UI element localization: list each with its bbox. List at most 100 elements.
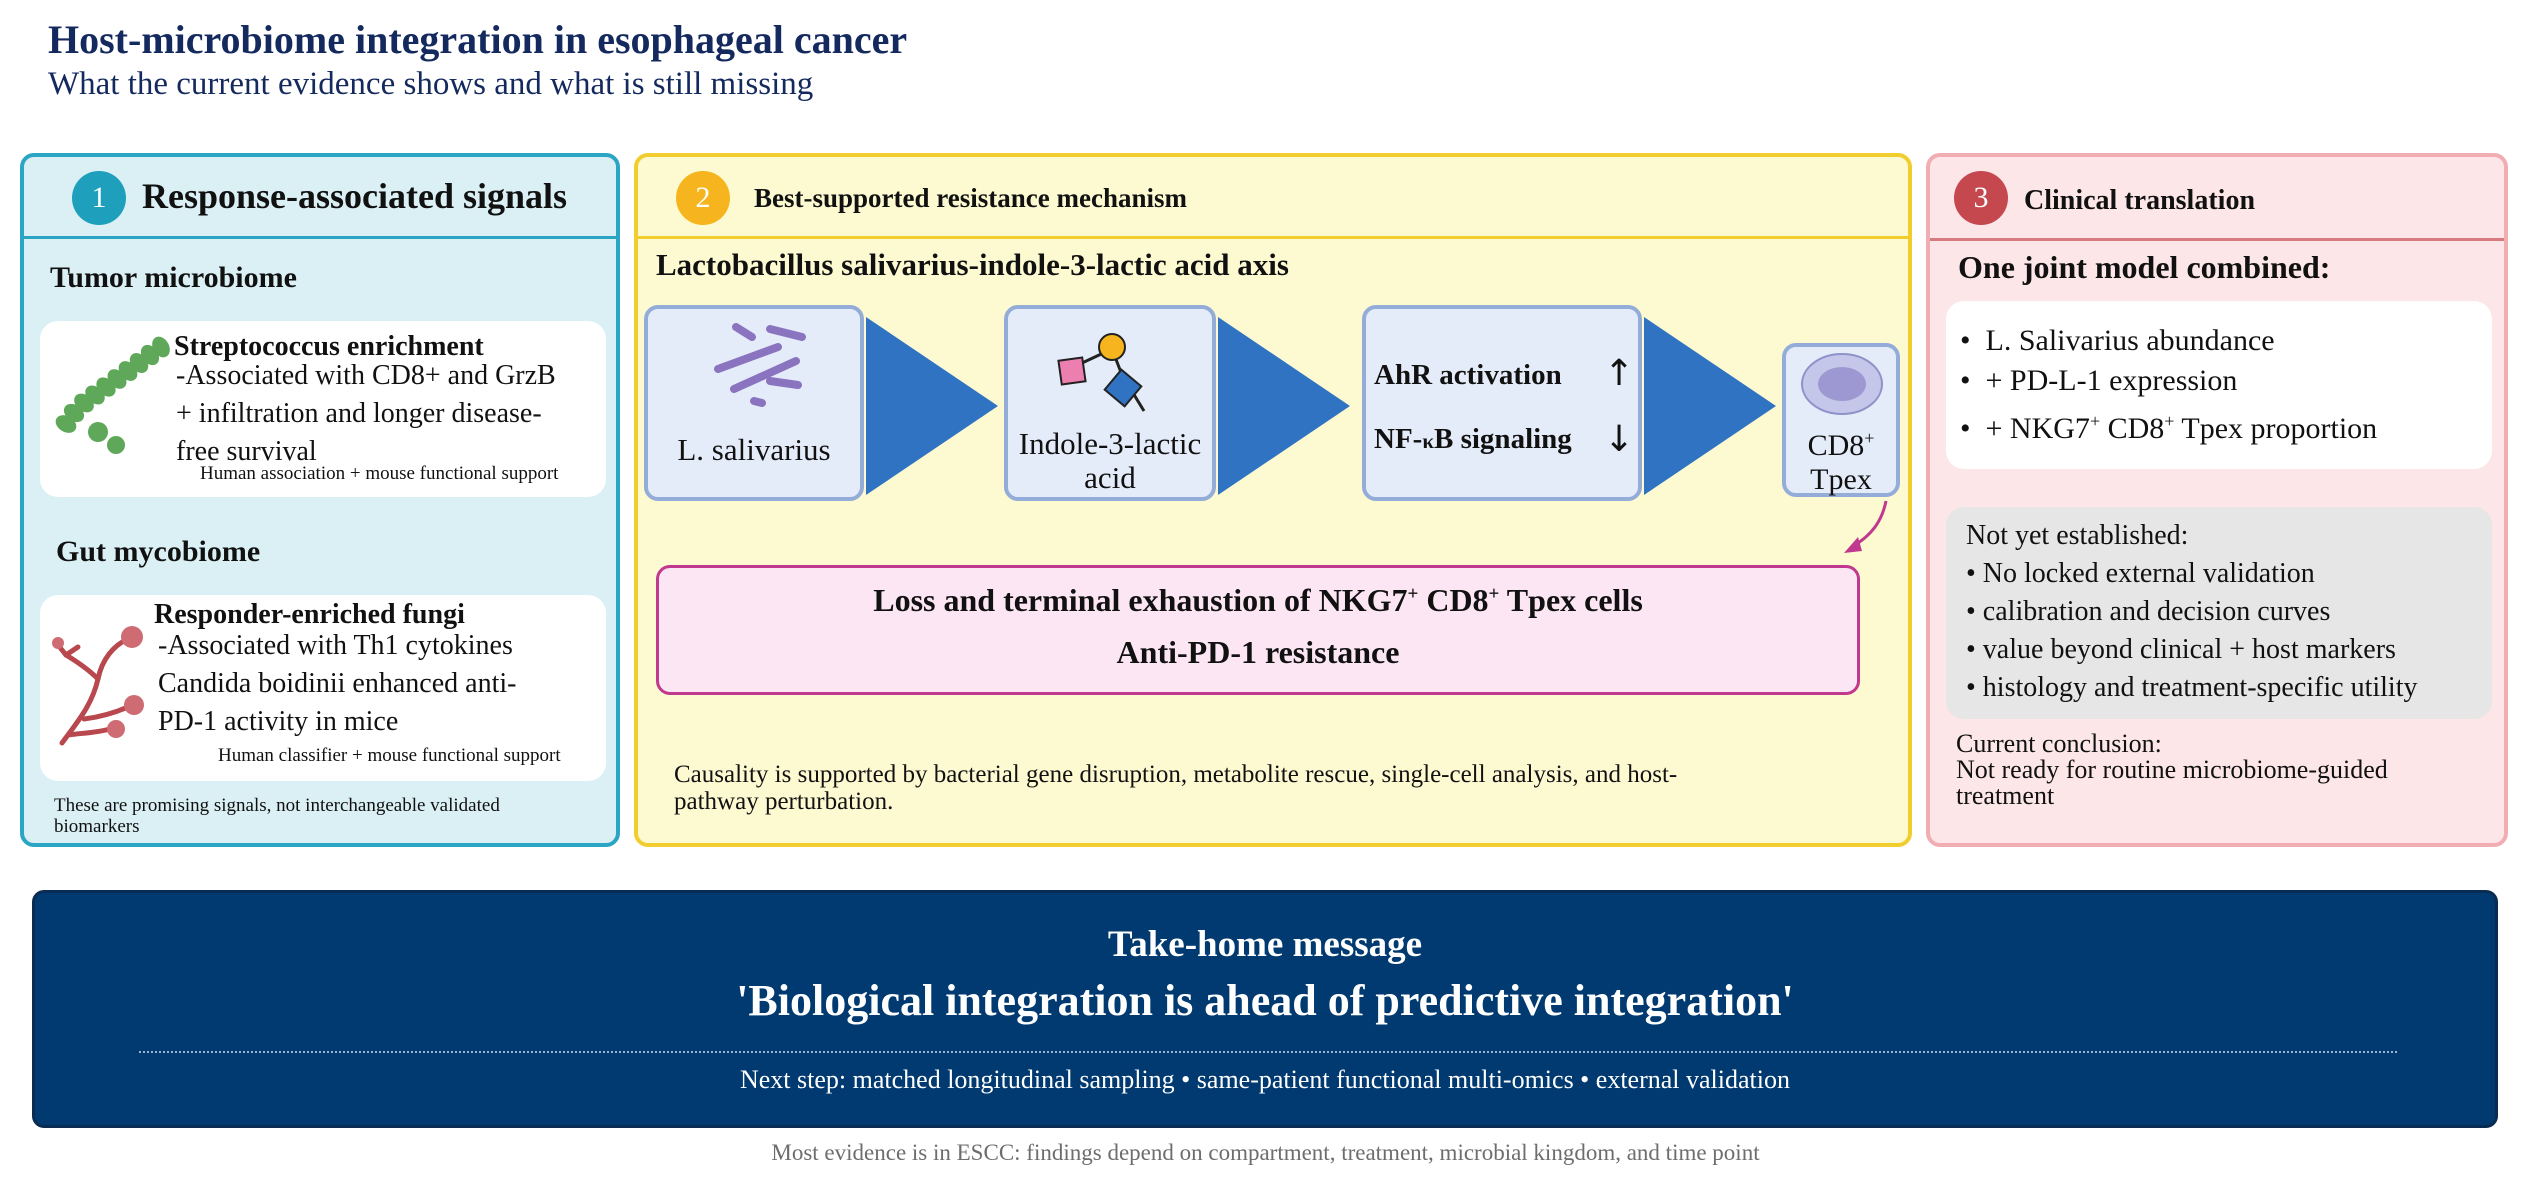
panel-number-badge: 3 xyxy=(1954,171,2008,225)
flow-box-label: L. salivarius xyxy=(677,432,831,467)
panel-title: Response-associated signals xyxy=(142,176,568,216)
gaps-heading: Not yet established: xyxy=(1966,520,2189,551)
card-text-line: -Associated with CD8+ and GrzB xyxy=(176,360,556,391)
outcome-text-part: Loss and terminal exhaustion of NKG7 xyxy=(873,582,1408,618)
model-item-sup: + xyxy=(2164,411,2175,431)
curved-arrow-icon xyxy=(1844,500,1888,553)
gaps-list: Not yet established: • No locked externa… xyxy=(1966,517,2417,707)
footnote-line: These are promising signals, not interch… xyxy=(54,795,500,816)
section-title-tumor-microbiome: Tumor microbiome xyxy=(50,261,297,294)
tpex-cell-icon xyxy=(1801,353,1883,415)
page-title: Host-microbiome integration in esophagea… xyxy=(48,17,908,62)
model-item: • + PD-L-1 expression xyxy=(1960,364,2238,397)
panel-header: 2 Best-supported resistance mechanism xyxy=(638,157,1908,239)
evidence-note: Human classifier + mouse functional supp… xyxy=(218,745,561,766)
footnote-line: biomarkers xyxy=(54,816,140,837)
up-arrow-icon: ↑ xyxy=(1604,353,1635,394)
model-item-text: Tpex proportion xyxy=(2174,412,2378,445)
gap-item: • calibration and decision curves xyxy=(1966,596,2331,627)
evidence-note: Human association + mouse functional sup… xyxy=(200,463,559,484)
flow-arrow xyxy=(1218,317,1350,495)
flow-box-host-pathways: AhR activation ↑ NF-κB signaling ↓ xyxy=(1362,305,1642,501)
cd8-label: CD8+ xyxy=(1786,421,1896,463)
panel-number-badge: 2 xyxy=(676,171,730,225)
model-heading: One joint model combined: xyxy=(1958,249,2331,285)
model-item: • L. Salivarius abundance xyxy=(1960,324,2275,357)
gaps-card: Not yet established: • No locked externa… xyxy=(1946,507,2492,719)
take-home-quote: 'Biological integration is ahead of pred… xyxy=(736,976,1794,1025)
outcome-resistance-text: Anti-PD-1 resistance xyxy=(1116,634,1400,670)
model-item-sup: + xyxy=(2089,411,2101,431)
molecule-icon xyxy=(1057,333,1146,412)
divider xyxy=(139,1051,2397,1053)
panel-title: Clinical translation xyxy=(2024,185,2256,216)
model-item-text: CD8 xyxy=(2100,412,2165,445)
gap-item: • value beyond clinical + host markers xyxy=(1966,634,2396,665)
rod-bacteria-icon xyxy=(714,323,806,407)
panel-title: Best-supported resistance mechanism xyxy=(754,183,1187,213)
outcome-box: Loss and terminal exhaustion of NKG7+ CD… xyxy=(656,565,1860,695)
fungi-icon xyxy=(52,626,144,746)
nfkb-suffix: B signaling xyxy=(1434,423,1572,455)
take-home-heading: Take-home message xyxy=(1107,924,1423,965)
flow-box-label-line: Indole-3-lactic xyxy=(1018,426,1202,461)
down-arrow-icon: ↓ xyxy=(1604,419,1635,460)
conclusion-line: Not ready for routine microbiome-guided xyxy=(1956,755,2388,784)
flow-box-cd8-tpex: CD8+ Tpex xyxy=(1782,343,1900,497)
panel-clinical-translation: 3 Clinical translation One joint model c… xyxy=(1926,153,2508,847)
causality-line: Causality is supported by bacterial gene… xyxy=(674,761,1678,788)
card-text-line: PD-1 activity in mice xyxy=(158,706,399,737)
gap-item: • histology and treatment-specific utili… xyxy=(1966,672,2418,703)
current-conclusion: Current conclusion: Not ready for routin… xyxy=(1956,731,2388,809)
model-item: • + NKG7+ CD8+ Tpex proportion xyxy=(1960,411,2378,445)
nfkb-prefix: NF- xyxy=(1374,423,1423,455)
panel-number-badge: 1 xyxy=(72,171,126,225)
card-text-line: + infiltration and longer disease- xyxy=(176,398,542,429)
flow-box-indole-lactic-acid: Indole-3-lactic acid xyxy=(1004,305,1216,501)
joint-model-card: • L. Salivarius abundance • + PD-L-1 exp… xyxy=(1946,301,2492,469)
flow-box-label: CD8+ Tpex xyxy=(1786,421,1896,497)
outcome-sup: + xyxy=(1488,583,1500,605)
card-title-fungi: Responder-enriched fungi xyxy=(154,599,465,630)
panel-response-signals: 1 Response-associated signals Tumor micr… xyxy=(20,153,620,847)
card-title-streptococcus: Streptococcus enrichment xyxy=(174,331,484,362)
flow-arrow xyxy=(866,317,998,495)
card-text-line: -Associated with Th1 cytokines xyxy=(158,630,513,661)
outcome-sup: + xyxy=(1407,583,1419,605)
ahr-activation-label: AhR activation xyxy=(1374,359,1562,391)
causality-line: pathway perturbation. xyxy=(674,788,894,815)
nfkb-signaling-label: NF-κB signaling xyxy=(1374,423,1572,456)
panel-header: 3 Clinical translation xyxy=(1930,157,2504,241)
model-item-text: L. Salivarius abundance xyxy=(1985,324,2275,357)
card-responder-fungi: Responder-enriched fungi -Associated wit… xyxy=(40,595,606,781)
take-home-box: Take-home message 'Biological integratio… xyxy=(32,890,2498,1128)
outcome-exhaustion-text: Loss and terminal exhaustion of NKG7+ CD… xyxy=(659,582,1857,619)
panel-resistance-mechanism: 2 Best-supported resistance mechanism La… xyxy=(634,153,1912,847)
model-item-text: + PD-L-1 expression xyxy=(1985,364,2238,397)
outcome-text-part: CD8 xyxy=(1418,582,1489,618)
cd8-main: CD8 xyxy=(1807,429,1865,462)
outcome-text-part: Tpex cells xyxy=(1499,582,1643,618)
nfkb-kappa: κ xyxy=(1422,429,1434,453)
card-text-fungi: -Associated with Th1 cytokines Candida b… xyxy=(158,627,516,741)
flow-arrow xyxy=(1644,317,1776,495)
card-text-line: free survival xyxy=(176,436,317,467)
bacteria-chain-icon xyxy=(55,336,170,454)
next-step-text: Next step: matched longitudinal sampling… xyxy=(739,1065,1790,1094)
section-title-gut-mycobiome: Gut mycobiome xyxy=(56,535,261,568)
flow-box-label-line: acid xyxy=(1084,460,1136,495)
flow-box-label: Indole-3-lactic acid xyxy=(1008,427,1212,495)
card-text-streptococcus: -Associated with CD8+ and GrzB + infiltr… xyxy=(176,357,556,471)
panel-footnote: These are promising signals, not interch… xyxy=(54,795,500,837)
conclusion-line: treatment xyxy=(1956,781,2055,810)
bottom-note: Most evidence is in ESCC: findings depen… xyxy=(771,1140,1760,1165)
card-streptococcus: Streptococcus enrichment -Associated wit… xyxy=(40,321,606,497)
flow-box-l-salivarius: L. salivarius xyxy=(644,305,864,501)
card-text-line: Candida boidinii enhanced anti- xyxy=(158,668,517,699)
page-subtitle: What the current evidence shows and what… xyxy=(48,66,814,102)
tpex-label: Tpex xyxy=(1810,463,1872,496)
panel-header: 1 Response-associated signals xyxy=(24,157,616,239)
model-item-text: + NKG7 xyxy=(1985,412,2090,445)
conclusion-line: Current conclusion: xyxy=(1956,729,2162,758)
cd8-sup: + xyxy=(1864,428,1875,448)
